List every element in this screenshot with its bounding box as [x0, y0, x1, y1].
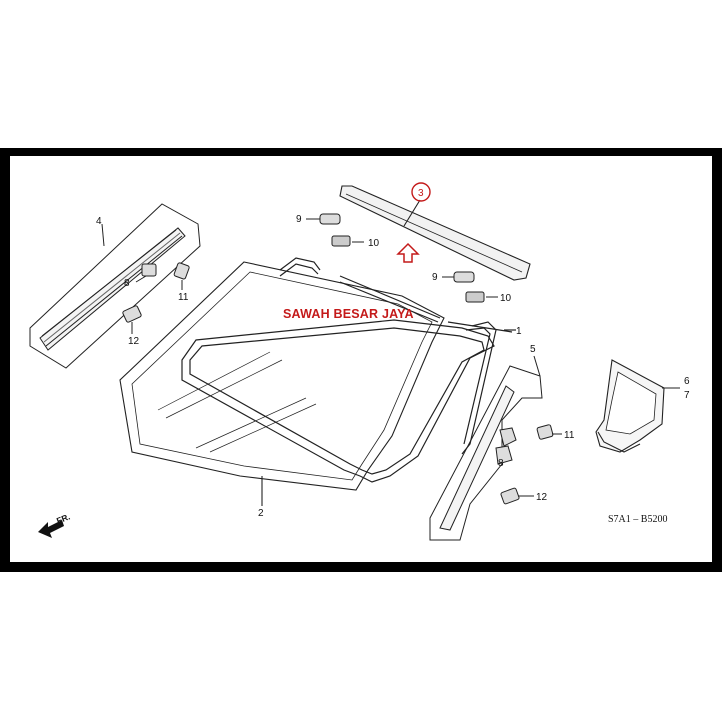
callout-4: 4 [96, 216, 102, 227]
part-12-clip-left [122, 305, 142, 334]
part-8-clip-left [135, 263, 157, 283]
callout-9-top: 9 [296, 214, 302, 225]
callout-5: 5 [530, 344, 536, 355]
drawing-code: S7A1 – B5200 [608, 514, 667, 525]
part-1-molding-ring [181, 257, 516, 483]
bottom-white-area [0, 568, 722, 722]
callout-12-left: 12 [128, 336, 140, 347]
callout-11-right: 11 [564, 430, 575, 441]
callout-8-left: 8 [124, 278, 130, 289]
callout-9-right: 9 [432, 272, 438, 283]
part-4-pillar-molding-group [29, 203, 201, 369]
watermark-text: SAWAH BESAR JAYA [283, 307, 414, 321]
callout-12-right: 12 [536, 492, 548, 503]
callout-7: 7 [684, 390, 690, 401]
part-2-windshield-glass [119, 261, 445, 506]
callout-2: 2 [258, 508, 264, 519]
callout-11-left: 11 [178, 292, 189, 303]
callout-10-right: 10 [500, 293, 512, 304]
front-marker-label: FR. [55, 511, 71, 525]
part-12-clip-right [500, 487, 534, 505]
callout-1: 1 [516, 326, 522, 337]
part-3-highlight-circle [411, 182, 431, 202]
part-10-clip-top [331, 235, 364, 247]
part-9-clip-top [306, 213, 341, 225]
part-11-clip-left [173, 262, 190, 290]
callout-3: 3 [418, 188, 424, 199]
part-6-7-quarter-glass [595, 359, 680, 453]
part-3-roof-molding [339, 185, 531, 281]
part-5-pillar-molding-group [429, 355, 543, 541]
part-9-clip-right [442, 271, 475, 283]
callout-10-top: 10 [368, 238, 380, 249]
front-direction-arrow-icon [38, 520, 64, 538]
callout-6: 6 [684, 376, 690, 387]
callout-8-right: 8 [498, 458, 504, 469]
part-11-clip-right [536, 424, 562, 440]
part-10-clip-right [465, 291, 498, 303]
up-arrow-icon [396, 242, 420, 263]
